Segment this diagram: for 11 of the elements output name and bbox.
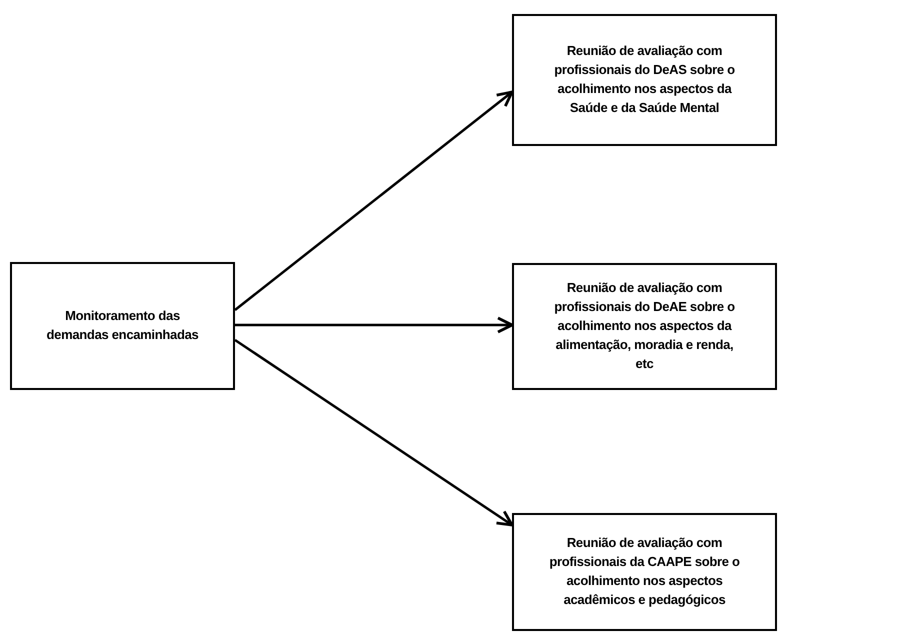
arrow (234, 338, 514, 526)
process-box (512, 263, 777, 390)
box-text: Reunião de avaliação com profissionais do DeAE sobre o acolhimento nos aspectos da alimentação, moradia e renda, etc (553, 279, 736, 373)
box-text: Reunião de avaliação com profissionais da CAAPE sobre o acolhimento nos aspectos acadêmicos e pedagógicos (548, 534, 741, 609)
arrow (235, 316, 514, 334)
box-text: Monitoramento das demandas encaminhadas (46, 307, 200, 344)
box-text: Reunião de avaliação com profissionais do DeAS sobre o acolhimento nos aspectos da Saúde e da Saúde Mental (553, 42, 736, 117)
process-box (10, 262, 235, 390)
process-box (512, 14, 777, 146)
arrow (234, 90, 514, 311)
process-box (512, 513, 777, 631)
